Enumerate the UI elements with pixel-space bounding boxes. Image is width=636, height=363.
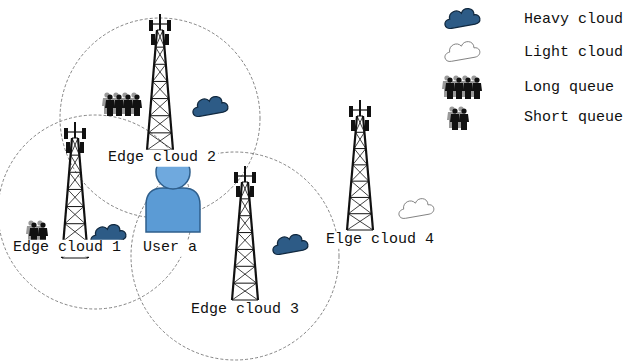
heavy-cloud-icon [191, 94, 229, 118]
edge-cloud-label: Edge cloud 1 [11, 240, 123, 257]
legend-text: Heavy cloud [524, 12, 623, 29]
tower-symbol [62, 122, 88, 258]
user-icon [146, 155, 200, 232]
coverage-circle [131, 152, 339, 360]
legend-long-queue [442, 75, 482, 99]
tower-symbol [232, 166, 258, 300]
tower-symbol [347, 100, 373, 230]
edge-cloud-label: Edge cloud 2 [106, 150, 218, 167]
long-queue-icon [102, 92, 142, 116]
tower-symbol [147, 14, 173, 150]
legend-light-cloud [443, 39, 481, 63]
edge-cloud-label: Elge cloud 4 [324, 232, 436, 249]
legend-text: Short queue [524, 110, 623, 127]
legend-short-queue [447, 106, 469, 130]
legend-text: Light cloud [524, 45, 623, 62]
legend-heavy-cloud [443, 6, 481, 30]
edge-cloud-label: Edge cloud 3 [189, 302, 301, 319]
heavy-cloud-icon [271, 232, 309, 256]
legend-text: Long queue [524, 80, 614, 97]
light-cloud-icon [397, 196, 435, 220]
user-label: User a [141, 240, 199, 257]
